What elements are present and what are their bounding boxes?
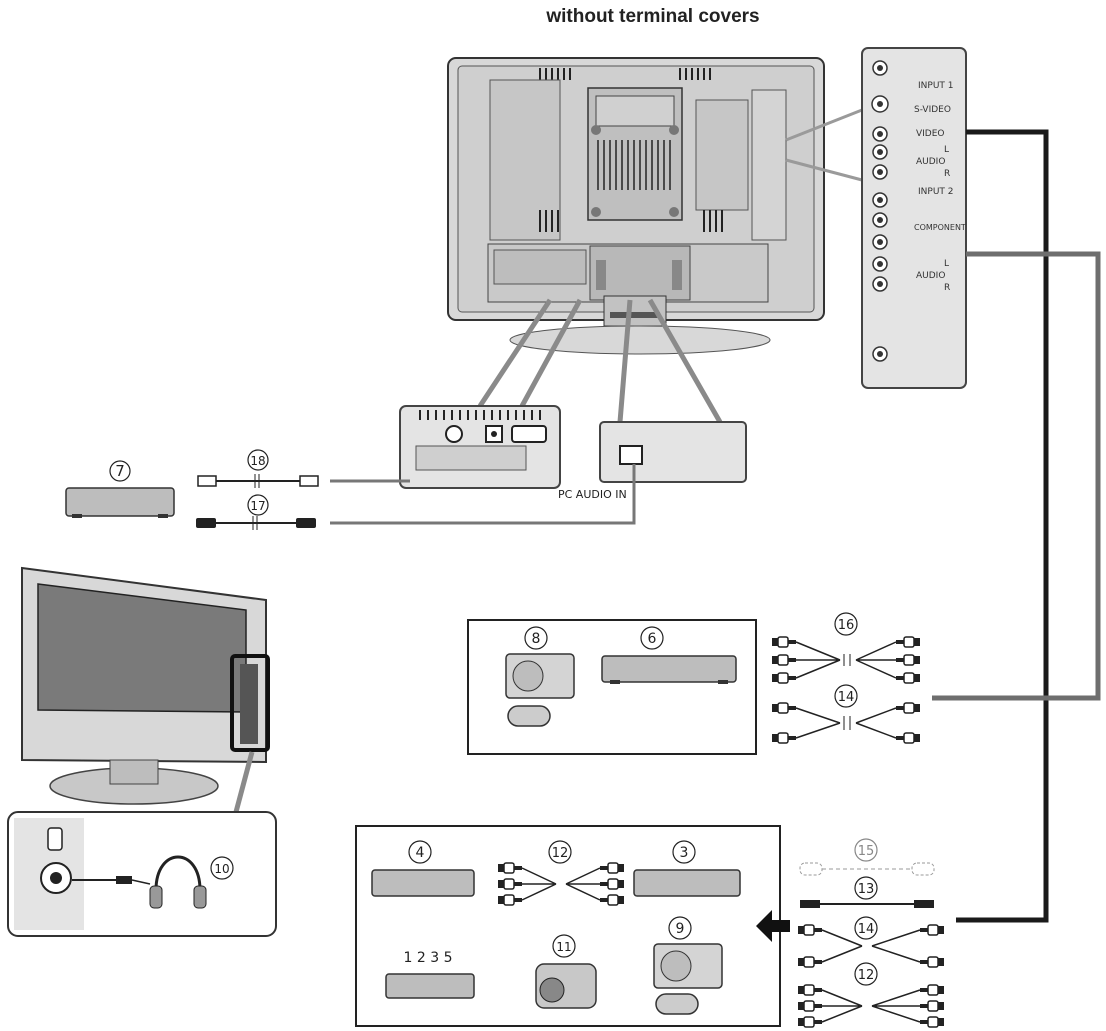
cable-number-12-outer: 12	[858, 968, 875, 983]
pc-audio-in-label: PC AUDIO IN	[558, 488, 627, 501]
game-console-8: 8	[505, 626, 575, 727]
input2-line	[932, 251, 1101, 701]
cable-14-bottom: 14	[797, 916, 945, 968]
device-number-10: 10	[214, 862, 229, 876]
cable-14-top: 14	[771, 684, 921, 744]
label-video: VIDEO	[916, 129, 945, 139]
label-component: COMPONENT	[914, 223, 966, 232]
cable-number-14-top: 14	[838, 690, 855, 705]
direction-arrow-icon	[756, 910, 790, 942]
label-audio-r-2: R	[944, 283, 950, 293]
cable-number-17: 17	[250, 499, 265, 513]
device-number-3: 3	[680, 845, 689, 861]
cable-13: 13	[800, 876, 934, 908]
cable-16: 16	[771, 612, 921, 684]
cable-15: 15	[799, 838, 935, 876]
device-numbers-1-2-3-5: 1 2 3 5	[404, 950, 453, 966]
pc-device-7: 7	[65, 460, 175, 518]
cable-17: 17	[196, 494, 316, 530]
cable-number-15: 15	[858, 844, 875, 859]
label-s-video: S-VIDEO	[914, 105, 951, 115]
headphones-icon	[154, 855, 202, 891]
device-1-2-3-5: 1 2 3 5	[385, 950, 475, 999]
device-number-7: 7	[115, 462, 125, 480]
input1-line	[956, 129, 1049, 923]
device-number-8: 8	[532, 631, 541, 647]
device-number-6: 6	[648, 631, 657, 647]
cable-number-14-bottom: 14	[858, 922, 875, 937]
label-audio-1: AUDIO	[916, 157, 945, 167]
cable-number-12-inner: 12	[552, 846, 569, 861]
cable-18: 18	[197, 449, 319, 488]
game-console-9: 9	[653, 916, 723, 1015]
label-audio-2: AUDIO	[916, 271, 945, 281]
cable-number-18: 18	[250, 454, 265, 468]
label-input-1: INPUT 1	[918, 81, 954, 91]
device-3: 3	[633, 840, 741, 897]
pc-audio-panel	[599, 421, 747, 483]
headphone-panel: 10	[7, 811, 277, 937]
label-audio-r-1: R	[944, 169, 950, 179]
cable-number-16: 16	[838, 618, 855, 633]
tv-rear-view	[447, 57, 825, 355]
device-number-9: 9	[676, 921, 685, 937]
cable-12-outer: 12	[797, 962, 945, 1028]
device-4: 4	[371, 840, 475, 897]
label-input-2: INPUT 2	[918, 187, 954, 197]
cable-12-inner: 12	[497, 840, 625, 906]
side-terminal-panel: INPUT 1 S-VIDEO VIDEO L AUDIO R INPUT 2 …	[861, 47, 967, 389]
cable-number-13: 13	[858, 882, 875, 897]
label-audio-l-2: L	[944, 259, 949, 269]
label-audio-l-1: L	[944, 145, 949, 155]
pc-terminal-panel	[399, 405, 561, 489]
tv-front-view	[21, 566, 270, 805]
device-number-4: 4	[416, 845, 425, 861]
dvd-player-6: 6	[601, 626, 737, 684]
diagram-title: without terminal covers	[546, 6, 760, 27]
camcorder-11: 11	[535, 934, 597, 1009]
device-number-11: 11	[556, 940, 571, 954]
